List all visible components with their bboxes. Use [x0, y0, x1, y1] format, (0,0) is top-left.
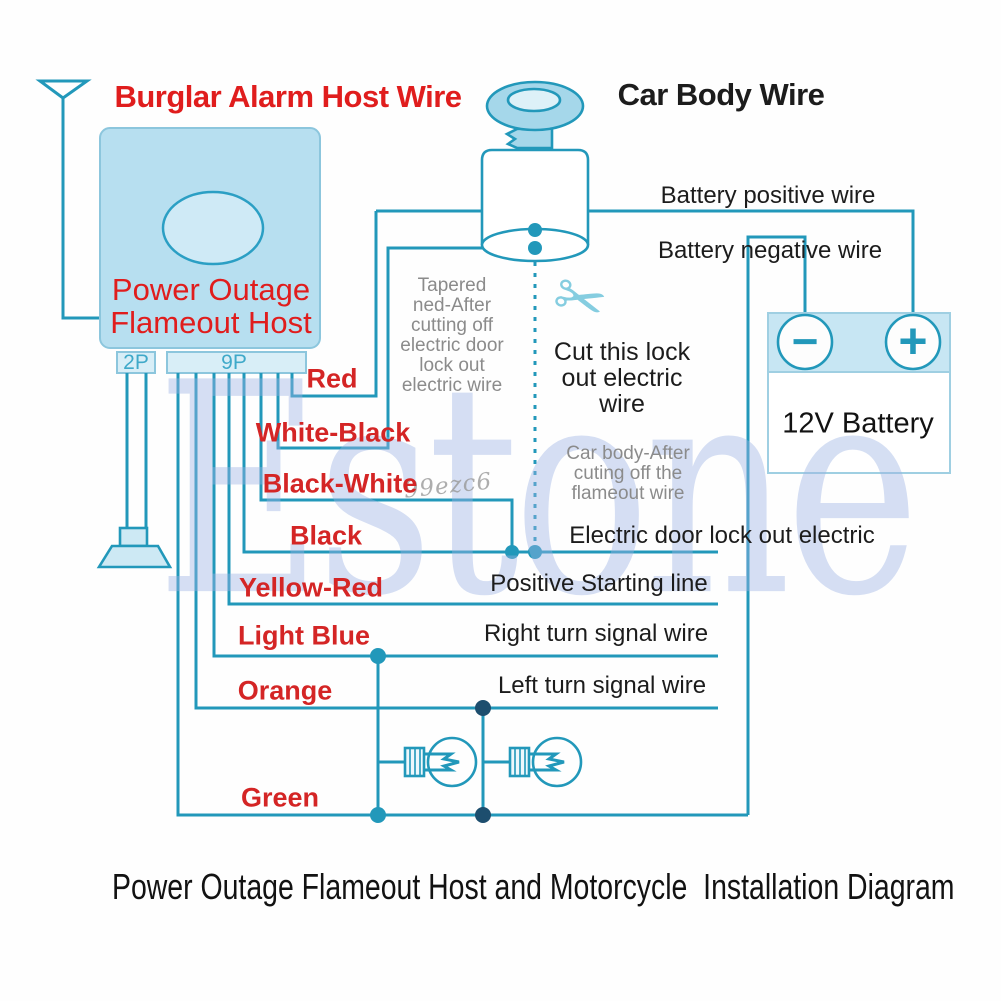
cut-lock-note-line: out electric: [561, 364, 683, 392]
car-body-note-line: flameout wire: [571, 483, 685, 504]
siren-icon: [96, 526, 173, 569]
positive-terminal-icon: [884, 313, 942, 371]
wire-label-black-white: Black-White: [262, 468, 418, 499]
junction-dots: [370, 545, 542, 823]
negative-terminal-icon: [776, 313, 834, 371]
battery-icon: [767, 312, 951, 474]
wire-label-yellow-red: Yellow-Red: [238, 572, 384, 603]
battery-negative-label: Battery negative wire: [657, 237, 883, 264]
wire-label-white-black: White-Black: [255, 417, 411, 448]
wire-orange-path: [194, 373, 718, 710]
left-turn-label: Left turn signal wire: [497, 672, 707, 699]
wire-red-path: [290, 211, 378, 398]
wire-light-blue-path: [212, 373, 718, 658]
wire-label-black: Black: [289, 520, 363, 551]
cut-lock-note-line: Cut this lock: [553, 338, 691, 366]
car-body-note-line: cuting off the: [573, 463, 683, 484]
battery-positive-label: Battery positive wire: [660, 182, 876, 209]
alarm-host-box: [99, 127, 321, 349]
wire-black-white-path: [259, 373, 514, 552]
wire-label-red: Red: [306, 363, 358, 394]
tapered-note-line: Tapered: [417, 275, 487, 296]
cut-lock-note: Cut this lock out electric wire: [554, 339, 690, 417]
wire-white-black-path: [276, 246, 535, 450]
right-turn-label: Right turn signal wire: [483, 620, 709, 647]
connector-2p-label: 2P: [123, 351, 149, 374]
host-name-line1: Power Outage: [111, 272, 311, 307]
tapered-note-line: lock out: [419, 355, 485, 376]
car-body-note-line: Car body-After: [566, 443, 690, 464]
host-name-line2: Flameout Host: [110, 305, 312, 340]
car-body-note: Car body-After cuting off the flameout w…: [566, 444, 690, 504]
wire-yellow-red-path: [227, 373, 718, 606]
connector-9p-label: 9P: [221, 351, 247, 374]
tapered-note-line: ned-After: [412, 295, 492, 316]
host-speaker-oval: [161, 190, 265, 266]
wire-label-light-blue: Light Blue: [238, 620, 370, 651]
footer-title-wrap: Power Outage Flameout Host and Motorcycl…: [0, 866, 1001, 908]
burglar-alarm-title: Burglar Alarm Host Wire: [114, 79, 462, 114]
ignition-lock-icon: [480, 80, 590, 263]
footer-title: Power Outage Flameout Host and Motorcycl…: [111, 866, 955, 907]
turn-signal-bulb-right-icon: [508, 736, 583, 788]
electric-door-label: Electric door lock out electric: [569, 522, 875, 549]
positive-starting-label: Positive Starting line: [490, 570, 708, 597]
cut-lock-note-line: wire: [599, 390, 645, 418]
wire-label-green: Green: [240, 782, 320, 813]
host-name: Power Outage Flameout Host: [110, 273, 312, 339]
wire-green-path: [176, 373, 748, 817]
car-body-title: Car Body Wire: [617, 77, 825, 112]
turn-signal-bulb-left-icon: [403, 736, 478, 788]
battery-negative-wire-path: [746, 235, 807, 815]
wire-black-path: [242, 373, 718, 554]
plus-terminal-symbol: +: [898, 313, 928, 369]
connector-2p-box: [116, 351, 156, 374]
tapered-note-line: electric wire: [401, 375, 503, 396]
battery-label: 12V Battery: [782, 407, 934, 440]
tapered-note-line: cutting off: [410, 315, 494, 336]
wire-label-orange: Orange: [237, 675, 333, 706]
tapered-note-line: electric door: [400, 335, 504, 356]
connector-blocks: [116, 351, 307, 374]
minus-terminal-symbol: −: [791, 315, 819, 367]
tapered-note: Tapered ned-After cutting off electric d…: [400, 276, 504, 396]
connector-9p-box: [166, 351, 307, 374]
antenna-icon: [35, 79, 100, 320]
